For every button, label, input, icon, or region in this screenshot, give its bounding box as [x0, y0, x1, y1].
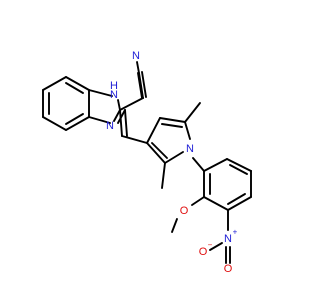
o-methoxy-label: O	[180, 205, 189, 217]
acrylonitrile-chain	[119, 61, 148, 144]
n-pyrrole-label: N	[186, 143, 194, 155]
o-nitro-minus-label: O	[199, 246, 208, 258]
n-benzimidazole-h-label: N	[110, 89, 118, 101]
imidazole-ring	[88, 89, 126, 124]
h-on-n-label: H	[110, 80, 118, 92]
n-benzimidazole-label: N	[106, 120, 114, 132]
n-nitro-charge: +	[233, 228, 238, 237]
n-nitrile-label: N	[132, 50, 140, 62]
atom-n-h: N H	[110, 80, 118, 101]
o-nitro-label: O	[224, 263, 233, 275]
nitro-group: N + O − O	[199, 228, 238, 276]
pyrrole-ring	[146, 102, 205, 189]
o-nitro-charge: −	[208, 241, 213, 250]
molecule-structure: N H N N N O N + O − O	[42, 50, 252, 276]
benzene-ring	[42, 76, 90, 131]
aryl-ring	[171, 158, 252, 264]
n-nitro-label: N	[224, 233, 232, 245]
